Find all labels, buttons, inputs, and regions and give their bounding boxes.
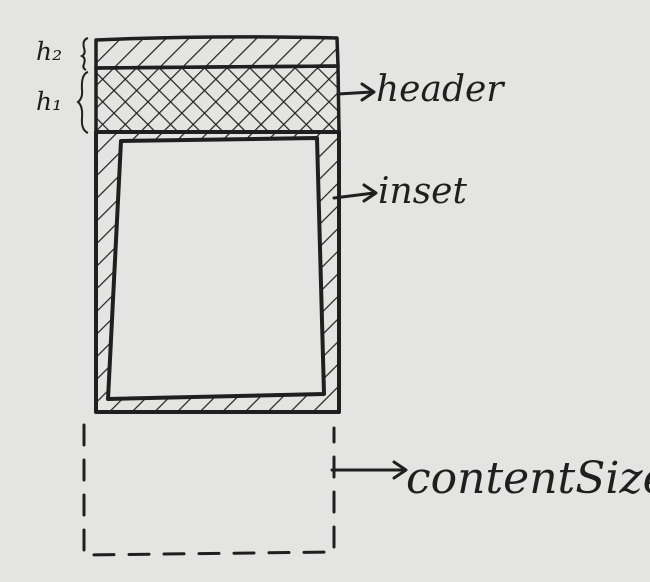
header-arrow	[336, 82, 376, 102]
height-bracket-h1	[76, 71, 89, 134]
content-size-label: contentSize	[406, 453, 650, 504]
inset-arrow	[332, 183, 378, 203]
h2-label: h₂	[36, 37, 62, 66]
inset-label: inset	[378, 171, 467, 212]
h1-label: h₁	[36, 87, 62, 116]
header-label: header	[376, 69, 505, 110]
content-size-box	[82, 423, 336, 557]
content-size-arrow	[330, 460, 408, 480]
height-bracket-h2	[79, 37, 89, 71]
